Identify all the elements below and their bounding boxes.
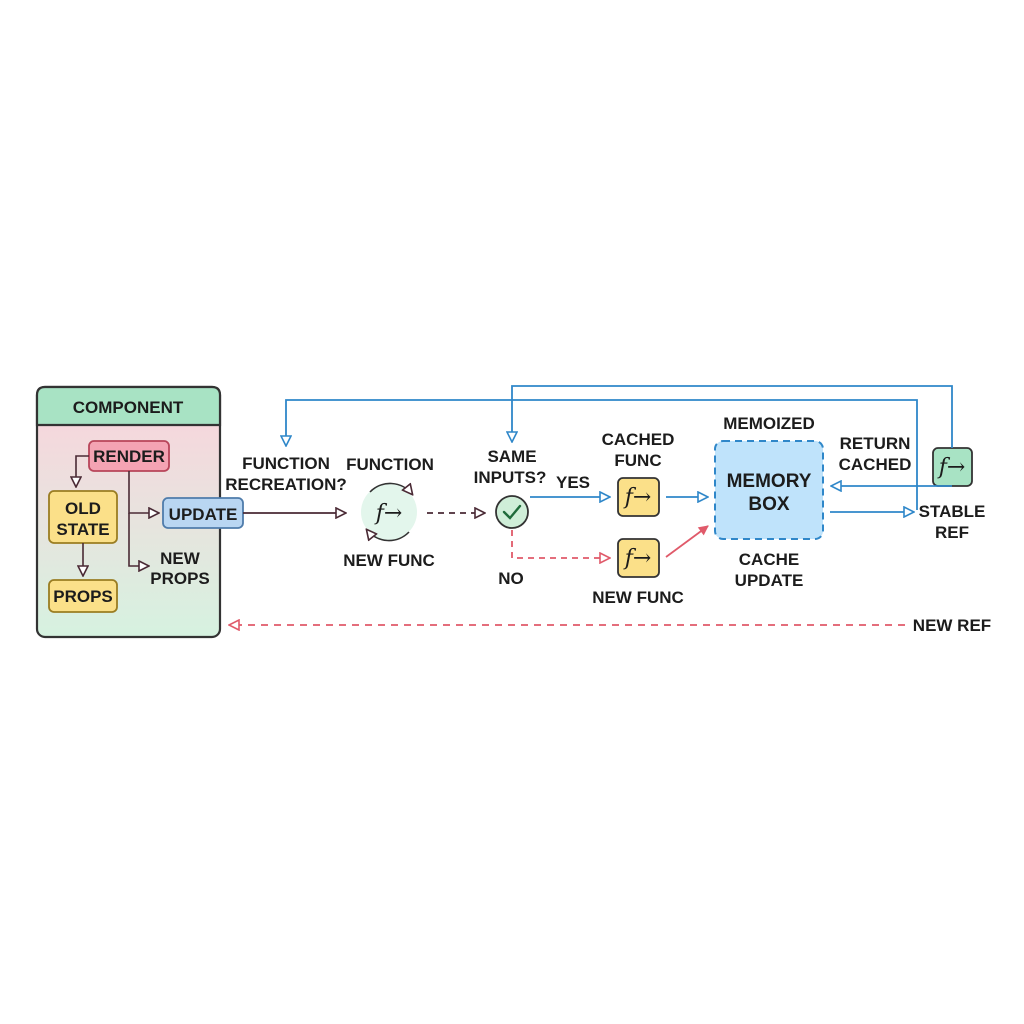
same-inputs-label-line1: SAME bbox=[487, 447, 536, 466]
props-node: PROPS bbox=[48, 579, 118, 613]
render-to-state-arrow bbox=[76, 455, 89, 486]
cached-func-label-line2: FUNC bbox=[614, 451, 661, 470]
render-node: RENDER bbox=[88, 440, 170, 472]
function-recreation-node: FUNCTION f→ NEW FUNC bbox=[343, 455, 435, 570]
return-cached-label-line2: CACHED bbox=[839, 455, 912, 474]
component-title: COMPONENT bbox=[73, 398, 184, 417]
stable-ref-label-line1: STABLE bbox=[919, 502, 986, 521]
new-func-icon: f→ bbox=[623, 546, 652, 571]
new-func-node: f→ bbox=[617, 538, 660, 578]
new-func-to-memory-arrow bbox=[665, 525, 709, 558]
cache-update-label-line2: UPDATE bbox=[735, 571, 804, 590]
new-func-label-2: NEW FUNC bbox=[592, 588, 684, 607]
check-icon bbox=[502, 504, 522, 520]
same-inputs-check-node bbox=[495, 495, 529, 529]
render-to-new-props-arrow bbox=[128, 513, 148, 566]
function-recreation-label-line2: RECREATION? bbox=[225, 475, 347, 494]
cached-func-icon: f→ bbox=[623, 485, 652, 510]
stable-to-same-inputs-loop bbox=[512, 385, 953, 448]
yes-label: YES bbox=[556, 473, 590, 492]
cached-func-label-line1: CACHED bbox=[602, 430, 675, 449]
memoized-label: MEMOIZED bbox=[723, 414, 815, 433]
update-node: UPDATE bbox=[162, 497, 244, 529]
old-state-node: OLD STATE bbox=[48, 490, 118, 544]
component-internal-arrows bbox=[76, 455, 158, 575]
props-label: PROPS bbox=[53, 587, 113, 606]
memory-box-label-line1: MEMORY bbox=[727, 471, 812, 492]
new-props-label-line1: NEW bbox=[160, 549, 201, 568]
new-func-label: NEW FUNC bbox=[343, 551, 435, 570]
stable-func-node: f→ bbox=[932, 447, 973, 487]
same-inputs-label-line2: INPUTS? bbox=[474, 468, 547, 487]
update-label: UPDATE bbox=[169, 505, 238, 524]
memory-box-label-line2: BOX bbox=[748, 494, 790, 515]
no-arrow bbox=[511, 530, 609, 558]
stable-ref-to-function-recreation-loop bbox=[286, 399, 918, 510]
render-label: RENDER bbox=[93, 447, 165, 466]
return-cached-label-line1: RETURN bbox=[840, 434, 911, 453]
function-recreation-label-line1: FUNCTION bbox=[242, 454, 330, 473]
no-label: NO bbox=[498, 569, 524, 588]
old-state-label-line1: OLD bbox=[65, 499, 101, 518]
old-state-label-line2: STATE bbox=[56, 520, 109, 539]
stable-func-icon: f→ bbox=[937, 455, 966, 480]
function-icon: f→ bbox=[374, 501, 403, 526]
function-label: FUNCTION bbox=[346, 455, 434, 474]
cached-func-node: f→ bbox=[617, 477, 660, 517]
memory-box-node: MEMORY BOX bbox=[714, 440, 824, 540]
cycle-arrow-bottom bbox=[367, 530, 410, 541]
new-props-label-line2: PROPS bbox=[150, 569, 210, 588]
cache-update-label-line1: CACHE bbox=[739, 550, 799, 569]
stable-ref-label-line2: REF bbox=[935, 523, 969, 542]
new-ref-label: NEW REF bbox=[913, 616, 991, 635]
cycle-arrow-top bbox=[369, 483, 412, 494]
